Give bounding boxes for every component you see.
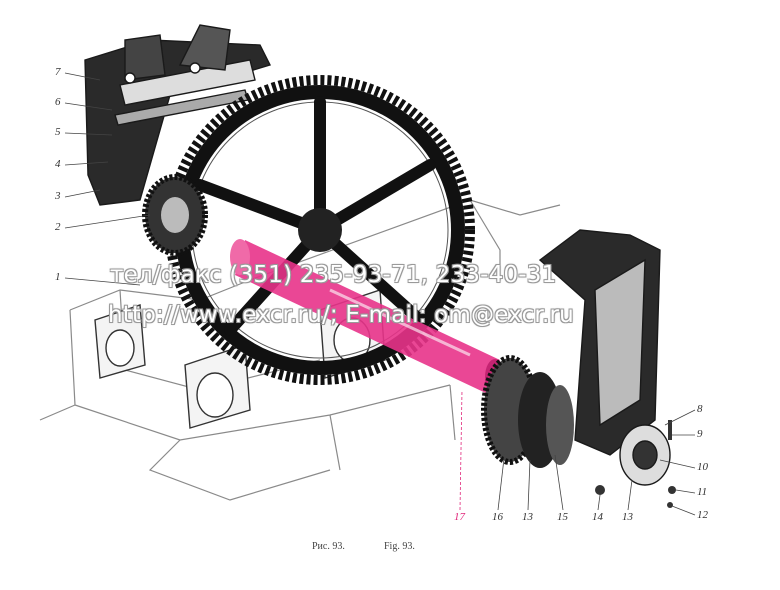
right-gear-assembly (481, 355, 574, 468)
part-label-10: 10 (697, 461, 708, 473)
part-label-5: 5 (55, 126, 61, 138)
right-support-bracket (538, 229, 671, 486)
watermark-contact: http://www.excr.ru/; E-mail: om@excr.ru (108, 302, 574, 328)
part-label-14: 14 (592, 511, 603, 523)
fasteners (595, 420, 676, 508)
part-label-8: 8 (697, 403, 703, 415)
part-label-13-right: 13 (622, 511, 633, 523)
leader-lines (64, 72, 696, 516)
part-label-1: 1 (55, 271, 61, 283)
part-label-13-left: 13 (522, 511, 533, 523)
part-label-17: 17 (454, 511, 465, 523)
part-label-9: 9 (697, 428, 703, 440)
left-support-bracket (84, 24, 271, 206)
left-pinion-gear (142, 174, 208, 256)
part-label-6: 6 (55, 96, 61, 108)
caption-en: Fig. 93. (384, 541, 415, 552)
large-spur-gear (165, 75, 475, 385)
part-label-2: 2 (55, 221, 61, 233)
part-label-7: 7 (55, 66, 61, 78)
part-label-16: 16 (492, 511, 503, 523)
watermark-phone: тел/факс (351) 235-93-71, 233-40-31 (110, 262, 557, 288)
caption-ru: Рис. 93. (312, 541, 345, 552)
part-label-4: 4 (55, 158, 61, 170)
part-label-3: 3 (55, 190, 61, 202)
part-label-15: 15 (557, 511, 568, 523)
part-label-12: 12 (697, 509, 708, 521)
part-label-11: 11 (697, 486, 708, 498)
bearing-blocks (94, 289, 386, 429)
